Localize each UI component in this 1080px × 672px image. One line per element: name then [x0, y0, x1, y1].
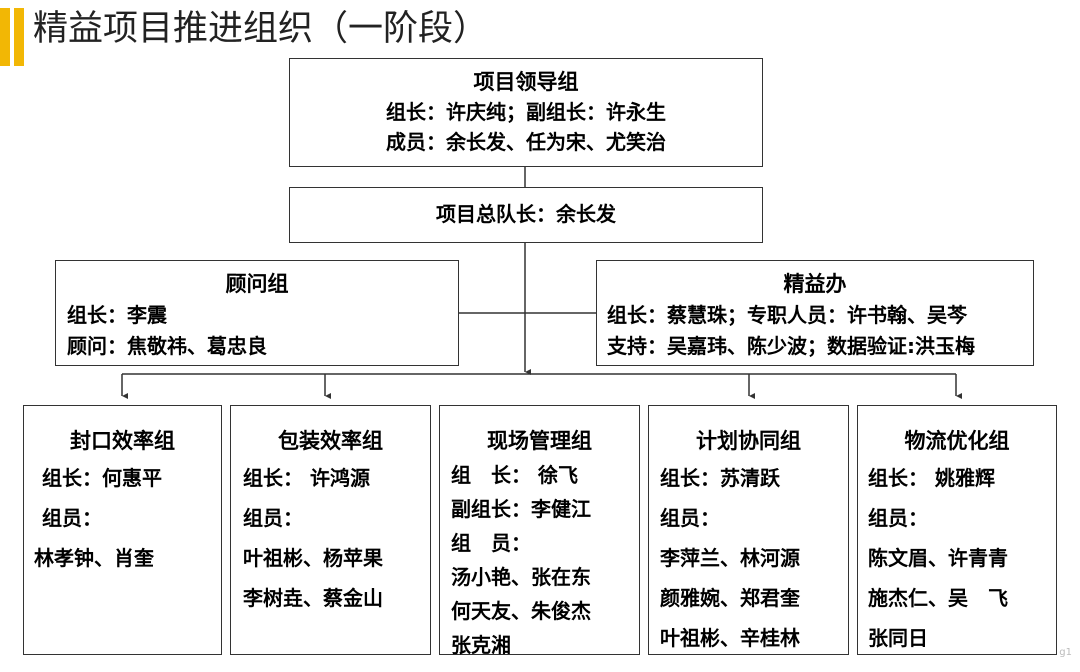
leadership-name: 项目领导组: [473, 70, 579, 94]
group-member-line: 组员：: [660, 506, 720, 530]
group-member-line: 组员：: [42, 506, 102, 530]
group-member-line: 叶祖彬、辛桂林: [660, 626, 800, 650]
accent-bar-right: [14, 8, 24, 66]
group-member-line: 组长： 姚雅辉: [868, 466, 995, 490]
group-name: 封口效率组: [70, 429, 175, 453]
group-member-line: 施杰仁、吴 飞: [868, 586, 1008, 610]
lean-office-box: 精益办 组长：蔡慧珠；专职人员：许书翰、吴芩 支持：吴嘉玮、陈少波；数据验证:洪…: [596, 260, 1034, 366]
group-member-line: 组长：何惠平: [42, 466, 162, 490]
lean-office-line2: 支持：吴嘉玮、陈少波；数据验证:洪玉梅: [607, 334, 975, 358]
lean-office-line1: 组长：蔡慧珠；专职人员：许书翰、吴芩: [607, 303, 967, 327]
group-member-line: 李树垚、蔡金山: [243, 586, 383, 610]
group-box-onsite: 现场管理组 组 长： 徐飞 副组长：李健江 组 员： 汤小艳、张在东 何天友、朱…: [439, 405, 640, 657]
group-member-line: 组 员：: [451, 531, 531, 555]
group-member-line: 张同日: [868, 626, 928, 650]
group-member-line: 林孝钟、肖奎: [34, 546, 154, 570]
lean-office-name: 精益办: [783, 272, 847, 296]
leadership-line1: 组长：许庆纯；副组长：许永生: [386, 100, 666, 124]
group-name: 计划协同组: [696, 429, 801, 453]
advisor-name: 顾问组: [225, 272, 289, 296]
accent-bar-left: [0, 8, 10, 66]
page-mark: g1: [1059, 647, 1072, 658]
group-member-line: 组长： 许鸿源: [243, 466, 370, 490]
group-member-line: 副组长：李健江: [451, 497, 591, 521]
group-box-packing: 包装效率组 组长： 许鸿源 组员： 叶祖彬、杨苹果 李树垚、蔡金山: [230, 405, 431, 655]
group-member-line: 李萍兰、林河源: [660, 546, 800, 570]
leadership-line2: 成员：余长发、任为宋、尤笑治: [386, 130, 666, 154]
advisor-box: 顾问组 组长：李震 顾问：焦敬祎、葛忠良: [55, 260, 459, 366]
page-title: 精益项目推进组织（一阶段）: [33, 9, 489, 49]
group-member-line: 组长：苏清跃: [660, 466, 780, 490]
group-member-line: 组员：: [243, 506, 303, 530]
captain-box: 项目总队长：余长发: [289, 187, 763, 243]
group-box-sealing: 封口效率组 组长：何惠平 组员： 林孝钟、肖奎: [23, 405, 222, 655]
group-box-planning: 计划协同组 组长：苏清跃 组员： 李萍兰、林河源 颜雅婉、郑君奎 叶祖彬、辛桂林: [648, 405, 849, 655]
group-member-line: 何天友、朱俊杰: [451, 599, 591, 623]
group-member-line: 汤小艳、张在东: [451, 565, 591, 589]
group-box-logistics: 物流优化组 组长： 姚雅辉 组员： 陈文眉、许青青 施杰仁、吴 飞 张同日: [857, 405, 1057, 655]
group-member-line: 组员：: [868, 506, 928, 530]
group-name: 包装效率组: [278, 429, 383, 453]
advisor-line1: 组长：李震: [67, 303, 167, 327]
group-member-line: 叶祖彬、杨苹果: [243, 546, 383, 570]
leadership-box: 项目领导组 组长：许庆纯；副组长：许永生 成员：余长发、任为宋、尤笑治: [289, 58, 763, 167]
group-member-line: 组 长： 徐飞: [451, 463, 578, 487]
advisor-line2: 顾问：焦敬祎、葛忠良: [67, 334, 267, 358]
captain-line: 项目总队长：余长发: [436, 202, 616, 226]
group-member-line: 张克湘: [451, 633, 511, 657]
group-name: 现场管理组: [487, 429, 592, 453]
group-member-line: 颜雅婉、郑君奎: [660, 586, 800, 610]
group-member-line: 陈文眉、许青青: [868, 546, 1008, 570]
group-name: 物流优化组: [904, 429, 1010, 453]
